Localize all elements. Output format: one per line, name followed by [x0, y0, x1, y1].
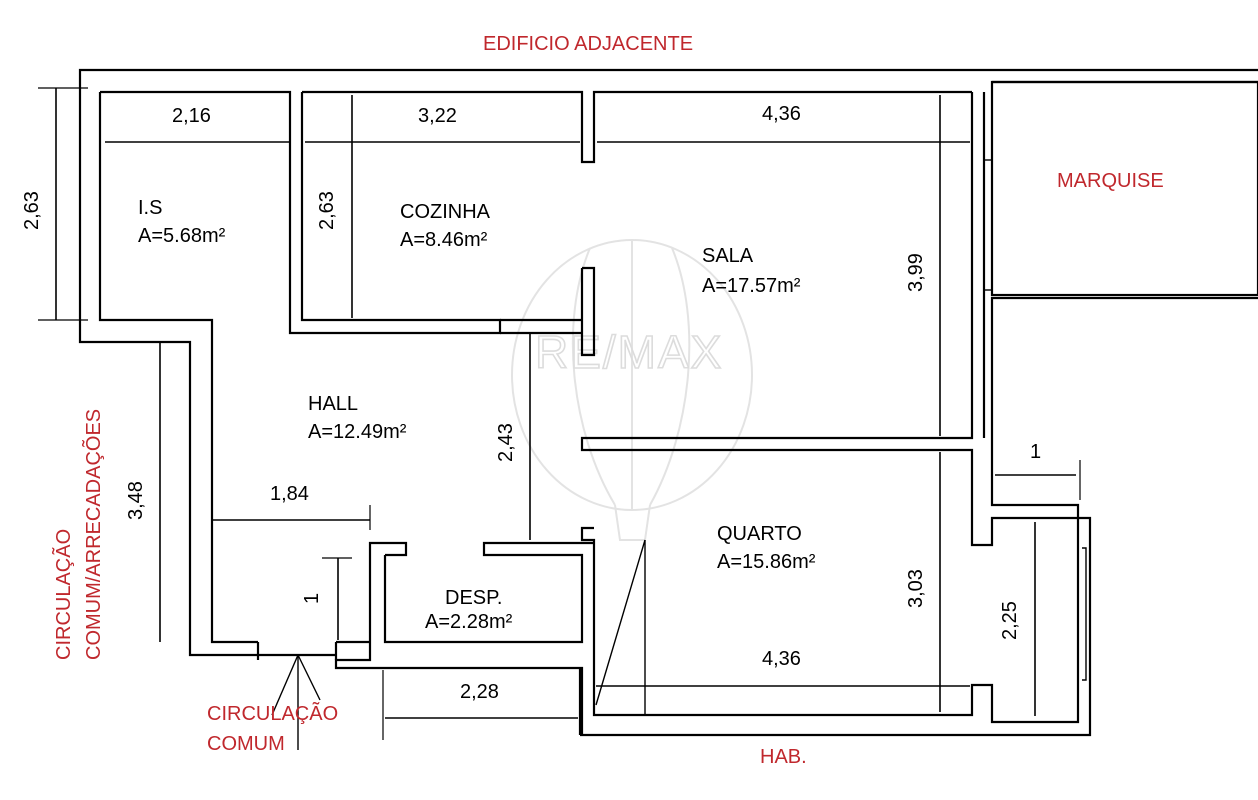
dim-sala-height: 3,99: [905, 253, 927, 292]
room-sala-name: SALA: [702, 245, 754, 267]
label-marquise: MARQUISE: [1057, 170, 1164, 192]
label-circulation-side-1: CIRCULAÇÃO: [51, 529, 75, 660]
dim-cozinha-width: 3,22: [418, 105, 457, 127]
room-hall-name: HALL: [308, 393, 358, 415]
label-adjacent-building: EDIFICIO ADJACENTE: [483, 33, 693, 55]
room-is-area: A=5.68m²: [138, 225, 226, 247]
dim-quarto-width: 4,36: [762, 648, 801, 670]
room-is-name: I.S: [138, 197, 162, 219]
walls: [78, 68, 1258, 737]
label-hab: HAB.: [760, 746, 807, 768]
label-circulation-bottom-2: COMUM: [207, 733, 285, 755]
dim-varanda-width: 1: [1030, 441, 1041, 463]
room-quarto-name: QUARTO: [717, 523, 802, 545]
dimension-lines: [38, 87, 1081, 750]
room-desp-name: DESP.: [445, 587, 502, 609]
dim-hall-height: 3,48: [125, 481, 147, 520]
label-circulation-bottom-1: CIRCULAÇÃO: [207, 701, 338, 725]
remax-watermark: RE/MAX: [511, 239, 753, 541]
dim-cozinha-height: 2,63: [316, 191, 338, 230]
room-cozinha-name: COZINHA: [400, 201, 491, 223]
dim-varanda-height: 2,25: [999, 601, 1021, 640]
room-quarto-area: A=15.86m²: [717, 551, 816, 573]
dim-sala-width: 4,36: [762, 103, 801, 125]
dim-left-height: 2,63: [21, 191, 43, 230]
dim-is-width: 2,16: [172, 105, 211, 127]
room-sala-area: A=17.57m²: [702, 275, 801, 297]
label-circulation-side-2: COMUM/ARRECADAÇÕES: [81, 409, 105, 660]
dim-desp-width: 2,28: [460, 681, 499, 703]
dim-hall-segment: 2,43: [495, 423, 517, 462]
room-cozinha-area: A=8.46m²: [400, 229, 488, 251]
dim-door-width: 1: [301, 593, 323, 604]
dim-quarto-height: 3,03: [905, 569, 927, 608]
room-desp-area: A=2.28m²: [425, 611, 513, 633]
dim-hall-width: 1,84: [270, 483, 309, 505]
watermark-brand: RE/MAX: [535, 326, 723, 378]
room-hall-area: A=12.49m²: [308, 421, 407, 443]
